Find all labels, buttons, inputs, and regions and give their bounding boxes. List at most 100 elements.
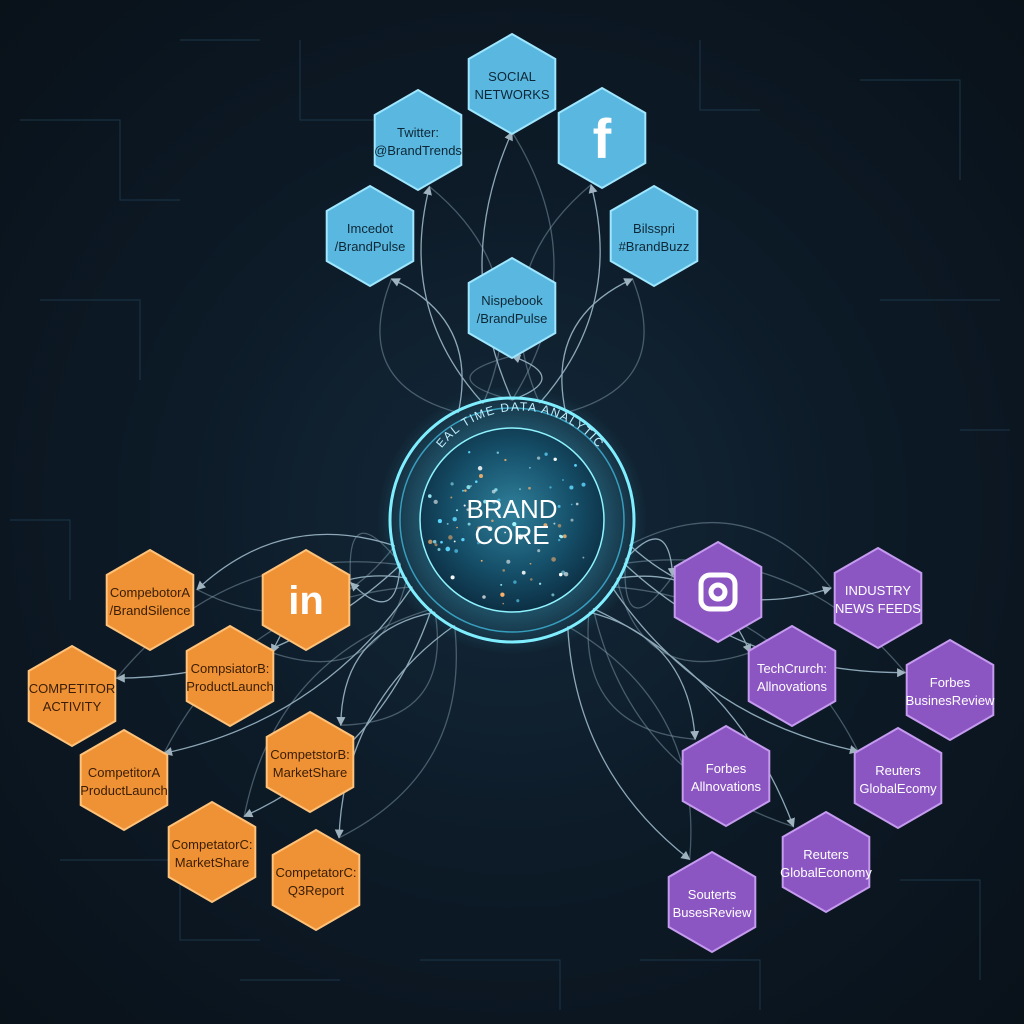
- node-label-line2: ProductLaunch: [186, 679, 273, 694]
- core-particle: [558, 538, 561, 542]
- connector-sweep-industry-news: [629, 521, 832, 589]
- node-label-line1: Reuters: [875, 763, 921, 778]
- core-particle: [544, 452, 548, 456]
- connector-forbes-business: [623, 562, 907, 678]
- core-particle: [582, 556, 585, 559]
- node-label-line1: Forbes: [706, 761, 747, 776]
- node-label-line1: CompetatorC:: [276, 865, 357, 880]
- core-particle: [462, 489, 464, 492]
- connector-competitor-b-share: [336, 611, 436, 727]
- core-particle: [528, 466, 531, 469]
- hex-shape: [747, 624, 837, 728]
- node-label-line1: Forbes: [930, 675, 971, 690]
- core-particle: [504, 531, 506, 534]
- core-particle: [445, 546, 451, 552]
- core-particle: [530, 578, 533, 581]
- node-label-line2: GlobalEcomy: [859, 781, 937, 796]
- core-particle: [529, 562, 532, 565]
- node-label-line1: CompetitorA: [88, 765, 161, 780]
- node-label-line1: CompetatorC:: [172, 837, 253, 852]
- connector-competitor-c-report: [334, 624, 455, 839]
- node-competitor-a-silence: CompebotorA/BrandSilence: [105, 548, 195, 652]
- connector-buzz: [561, 278, 634, 413]
- hex-shape: [325, 184, 415, 288]
- core-particle: [480, 559, 483, 562]
- core-particle: [463, 504, 466, 507]
- node-label-line1: Nispebook: [481, 293, 543, 308]
- core-outer-ring: [388, 396, 636, 644]
- core-particle: [483, 499, 487, 504]
- node-label-line1: Souterts: [688, 887, 737, 902]
- connector-sweep-competitor-b-share: [340, 611, 439, 726]
- connector-sweep-competitor-a-launch: [163, 586, 413, 754]
- connector-sweep-buzz: [565, 278, 645, 414]
- core-particle: [557, 524, 562, 528]
- linkedin-glyph: in: [288, 579, 324, 623]
- connector-reuters-a: [611, 586, 859, 755]
- core-particle: [477, 526, 481, 530]
- core-particle: [437, 519, 442, 524]
- node-label-line2: Allnovations: [757, 679, 828, 694]
- connector-competitor-a-silence: [196, 533, 396, 591]
- hex-shape: [667, 850, 757, 954]
- connector-sweep-techcrunch: [616, 578, 751, 663]
- node-label-line2: /BrandPulse: [477, 311, 548, 326]
- hex-shape: [79, 728, 169, 832]
- core-particle: [427, 494, 432, 498]
- hex-shape: [167, 800, 257, 904]
- core-title-line1: BRAND: [466, 494, 557, 524]
- node-linkedin: in: [261, 548, 351, 652]
- core-particle: [434, 543, 438, 547]
- core-particle: [470, 485, 472, 487]
- hex-shape: [557, 86, 647, 190]
- core-particle: [553, 522, 556, 525]
- hex-shape: [853, 726, 943, 830]
- core-particle: [450, 482, 454, 486]
- connector-sweep-competitor-c-share: [243, 608, 432, 817]
- core-particle: [467, 522, 471, 526]
- core-particle: [518, 534, 523, 540]
- node-label-line2: BusinesReview: [906, 693, 995, 708]
- core-particle: [570, 518, 574, 522]
- core-particle: [498, 514, 501, 517]
- core-particle: [574, 463, 577, 467]
- node-competitor-b-share: CompetstorB:MarketShare: [265, 710, 355, 814]
- core-particle: [570, 503, 573, 506]
- core-particle: [500, 583, 503, 586]
- node-label-line1: CompebotorA: [110, 585, 191, 600]
- core-particle: [559, 534, 562, 538]
- node-twitter: Twitter:@BrandTrends: [373, 88, 462, 192]
- hex-shape: [905, 638, 995, 742]
- linkedin-icon: in: [288, 579, 324, 623]
- node-nispebook: Nispebook/BrandPulse: [467, 256, 557, 360]
- core-particles: [427, 451, 586, 605]
- node-label-line2: /BrandPulse: [335, 239, 406, 254]
- node-label-line1: COMPETITOR: [29, 681, 115, 696]
- core-particle: [487, 526, 493, 532]
- core-sphere: [419, 427, 605, 613]
- node-label-line1: INDUSTRY: [845, 583, 912, 598]
- connector-sweep-reuters-a: [611, 586, 859, 752]
- core-particle: [456, 526, 458, 529]
- node-label-line2: MarketShare: [175, 855, 249, 870]
- core-particle: [521, 570, 526, 575]
- circuit-background: [10, 39, 1010, 1010]
- core-inner-ring: [399, 407, 625, 633]
- hex-nodes: SOCIALNETWORKSfTwitter:@BrandTrendsImced…: [27, 32, 995, 954]
- hex-shape: [781, 810, 871, 914]
- core-particle: [453, 540, 456, 543]
- core-particle: [433, 499, 438, 505]
- node-buzz: Bilsspri#BrandBuzz: [609, 184, 699, 288]
- connector-sweep-competitor-c-report: [338, 625, 457, 839]
- core-particle: [557, 504, 561, 508]
- node-label-line2: ProductLaunch: [80, 783, 167, 798]
- core-particle: [432, 540, 437, 544]
- node-label-line2: /BrandSilence: [110, 603, 191, 618]
- core-particle: [450, 575, 455, 580]
